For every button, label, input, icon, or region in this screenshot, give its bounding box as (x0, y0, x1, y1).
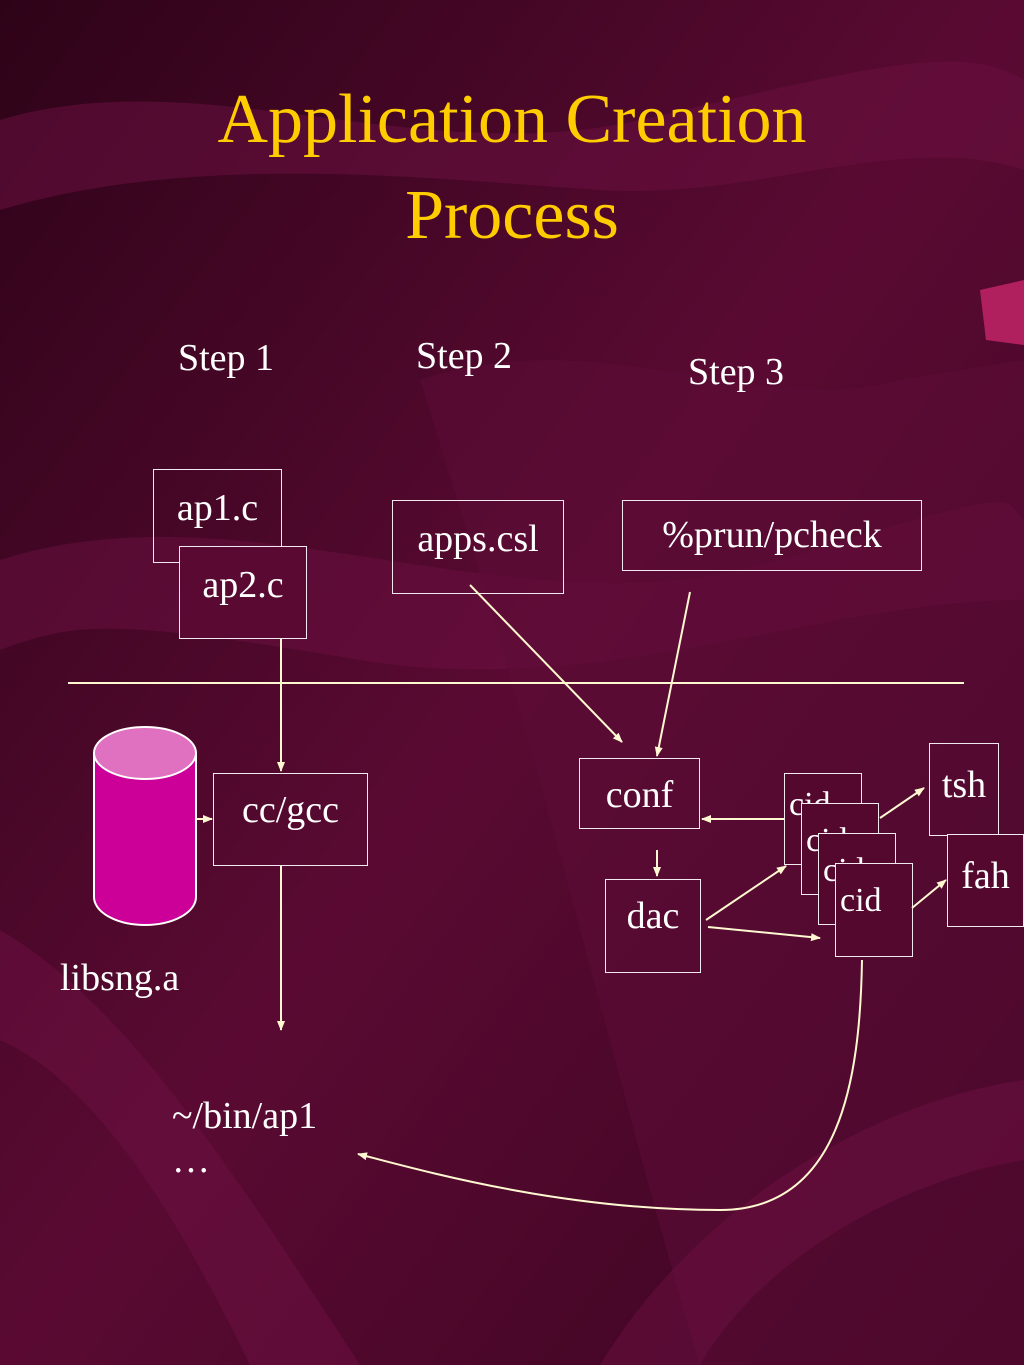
cc-gcc-box: cc/gcc (213, 773, 368, 866)
arrow-cid-to-fah (911, 879, 947, 909)
dac-box: dac (605, 879, 701, 973)
arrow-prun-to-conf (654, 591, 691, 757)
step-2-label: Step 2 (416, 335, 513, 377)
arrow-dac-to-cid-bottom (707, 926, 821, 942)
fah-box: fah (947, 834, 1024, 927)
arrow-dac-to-cid-top (705, 865, 787, 921)
output-binary-label: ~/bin/ap1 … (172, 1095, 318, 1181)
conf-box: conf (579, 758, 700, 829)
apps-csl-file-box: apps.csl (392, 500, 564, 594)
slide-title: Application Creation Process (217, 81, 807, 254)
prun-pcheck-box: %prun/pcheck (622, 500, 922, 571)
library-label: libsng.a (60, 957, 180, 999)
arrow-cid-to-tsh (879, 787, 925, 819)
cid-box-4: cid (835, 863, 913, 957)
step-3-label: Step 3 (688, 351, 785, 393)
ap2-c-file-box: ap2.c (179, 546, 307, 639)
arrow-cid-to-output (357, 959, 863, 1212)
tsh-box: tsh (929, 743, 999, 836)
library-cylinder-icon (93, 726, 197, 926)
arrow-apps-to-conf (469, 584, 623, 743)
step-1-label: Step 1 (177, 337, 275, 379)
